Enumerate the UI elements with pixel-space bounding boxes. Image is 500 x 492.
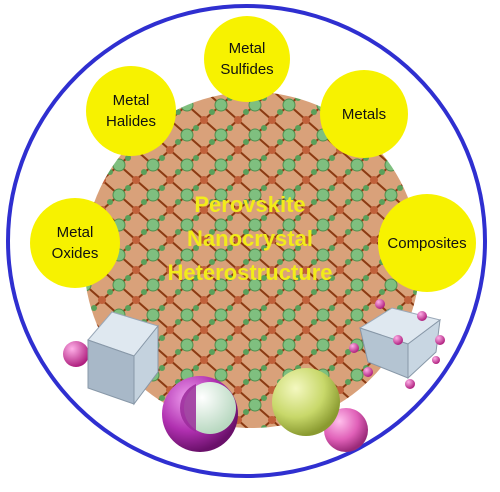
bubble-metal-halides-label: Metal Halides [105, 92, 157, 130]
bubble-metals-label: Metals [341, 105, 387, 123]
center-title: Perovskite Nanocrystal Heterostructure [167, 192, 333, 285]
core-shell-sphere [162, 376, 238, 452]
cube-with-sphere [63, 311, 159, 406]
bubble-composites-label: Composites [387, 234, 467, 252]
bubble-metal-sulfides-label: Metal Sulfides [220, 40, 274, 78]
decorated-cube [349, 299, 445, 389]
bubble-metal-oxides: Metal Oxides [30, 198, 120, 288]
bubble-metal-oxides-label: Metal Oxides [51, 224, 99, 262]
bubble-metal-halides: Metal Halides [86, 66, 176, 156]
outer-ring [6, 4, 487, 478]
bubble-metal-sulfides: Metal Sulfides [204, 16, 290, 102]
bubble-composites: Composites [378, 194, 476, 292]
bubble-metals: Metals [320, 70, 408, 158]
dimer-spheres [272, 368, 368, 452]
